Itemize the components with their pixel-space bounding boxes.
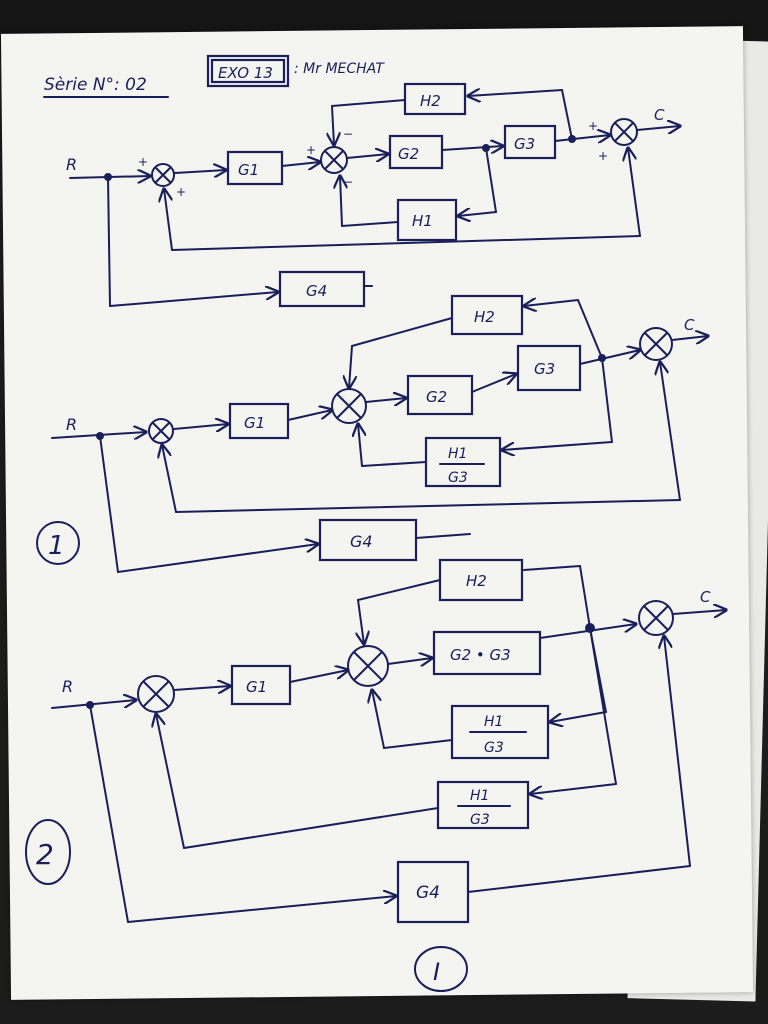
svg-text:+: + [598,149,608,163]
block-g1 [226,150,284,186]
block-g2 [388,134,444,170]
series-label: Sèrie N°: 02 [44,75,147,95]
block-g3 [503,124,557,160]
svg-text:+: + [588,119,598,133]
summer-2c [347,645,389,687]
summer-2 [320,146,348,174]
input-label-r-2: R [62,677,73,696]
block-g4-label: G4 [306,282,327,300]
exercise-label: EXO 13 [218,64,273,82]
svg-text:−: − [343,175,353,189]
input-label-r-1: R [66,415,77,434]
step-1-label: 1 [48,531,65,561]
block-g1-2 [230,664,292,706]
block-h1 [396,198,458,242]
input-label-r: R [66,155,77,174]
block-h2-label: H2 [420,92,441,110]
block-h2-1 [450,294,524,336]
output-label-c: C [654,106,665,124]
block-g4-1 [318,518,418,562]
summer-2b [331,388,367,424]
summer-3b [639,327,673,361]
summer-3 [610,118,638,146]
part-label: I [433,958,440,986]
footer: I [414,946,468,992]
svg-text:−: − [343,127,353,141]
block-g3-label: G3 [514,135,535,153]
block-h2-2-label: H2 [466,572,487,590]
summer-1c [137,675,175,713]
summer-1 [151,163,175,187]
block-g1-2-label: G1 [246,678,267,696]
block-g2-label: G2 [398,145,419,163]
step-1-circle [36,521,80,565]
block-g2g3-2-label: G2 • G3 [450,646,511,664]
svg-text:+: + [176,185,186,199]
svg-text:C: C [684,316,695,334]
block-h1g3-2b [436,780,530,830]
block-g1-label: G1 [238,161,259,179]
block-h1g3-2b-num: H1 [470,788,489,804]
diagram-original: R + + G1 + − − G2 G3 [66,82,680,308]
header: Sèrie N°: 02 EXO 13 : Mr MECHAT [43,54,385,98]
summer-1b [148,418,174,444]
block-g2-1-label: G2 [426,388,447,406]
block-h1g3-2b-den: G3 [470,812,490,828]
block-g4 [278,270,366,308]
block-g2g3-2 [432,630,542,676]
block-h1-label: H1 [412,212,433,230]
summer-3c [638,600,674,636]
block-h1g3-2a-den: G3 [484,740,504,756]
step-2-label: 2 [36,838,54,871]
block-g4-2-label: G4 [416,883,440,903]
diagram-step-1: R G1 G2 G3 C H2 [36,294,708,573]
exercise-box [206,54,290,88]
exercise-box-inner [210,58,286,84]
svg-text:+: + [138,155,148,169]
block-g2-1 [406,374,474,416]
part-circle [414,946,468,992]
block-g1-1-label: G1 [244,414,265,432]
block-h2-1-label: H2 [474,308,495,326]
block-g3-1 [516,344,582,392]
block-h1g3-1-den: G3 [448,470,468,486]
svg-text:C: C [700,588,711,606]
block-h1g3-2a [450,704,550,760]
diagram-step-2: R G1 G2 • G3 C H2 [25,558,726,924]
author-label: : Mr MECHAT [294,61,385,77]
block-g3-1-label: G3 [534,360,555,378]
svg-text:+: + [306,143,316,157]
block-h1g3-2a-num: H1 [484,714,503,730]
step-2-circle [25,819,71,885]
block-g4-1-label: G4 [350,532,373,551]
block-h1g3-1-num: H1 [448,446,467,462]
